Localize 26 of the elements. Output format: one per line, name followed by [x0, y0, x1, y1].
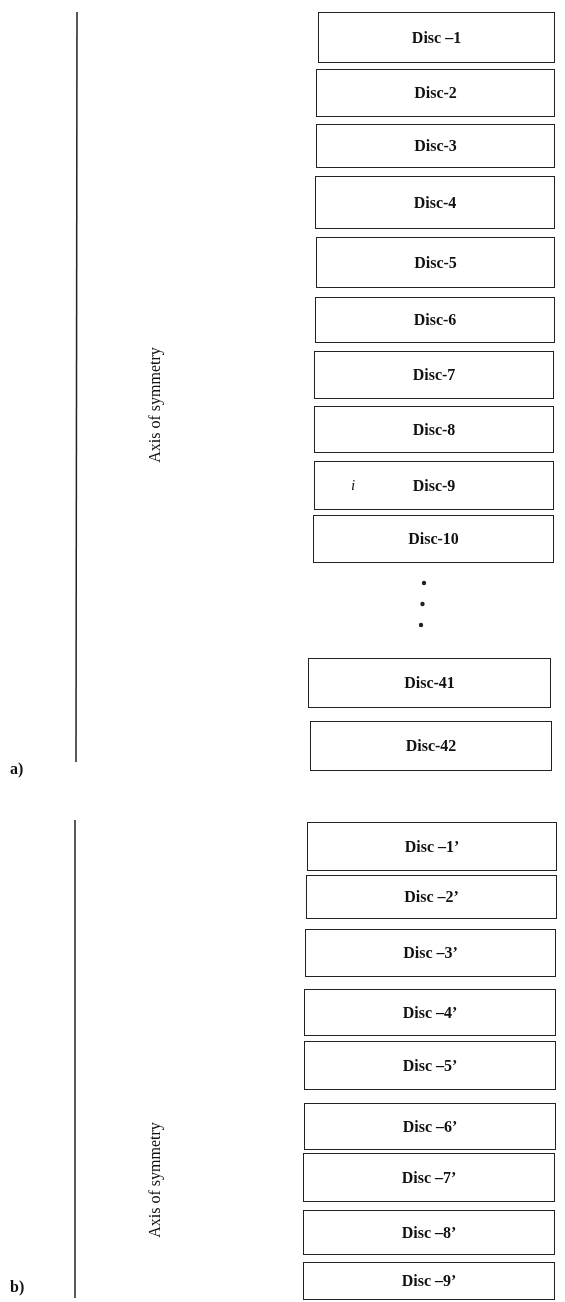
disc-label: Disc-9 [412, 476, 456, 495]
panel-label: a) [10, 760, 24, 778]
index-mark: i [351, 477, 356, 494]
disc-label: Disc –1’ [404, 837, 460, 856]
disc-label: Disc –9’ [401, 1272, 457, 1290]
panel-label: b) [10, 1278, 25, 1296]
disc-label: Disc –3’ [403, 944, 458, 962]
disc-label: Disc-7 [412, 366, 456, 384]
disc-label: Disc-5 [414, 253, 457, 272]
disc-label: Disc-10 [408, 530, 459, 548]
axis-label: Axis of symmetry [145, 347, 164, 463]
axis-label: Axis of symmetry [145, 1122, 164, 1238]
disc-label: Disc-6 [413, 311, 457, 329]
disc-label: Disc –1 [411, 28, 462, 47]
disc-label: Disc-8 [412, 420, 456, 439]
disc-label: Disc-2 [414, 84, 457, 102]
disc-label: Disc –8’ [401, 1223, 457, 1242]
disc-label: Disc-4 [413, 193, 457, 212]
disc-label: Disc –5’ [402, 1056, 458, 1075]
disc-label: Disc-42 [405, 737, 457, 755]
disc-label: Disc –7’ [401, 1168, 457, 1187]
disc-label: Disc –2’ [404, 888, 459, 906]
disc-label: Disc-3 [414, 137, 457, 155]
disc-label: Disc –6’ [402, 1117, 458, 1136]
disc-label: Disc-41 [404, 674, 455, 692]
disc-label: Disc –4’ [402, 1003, 458, 1022]
